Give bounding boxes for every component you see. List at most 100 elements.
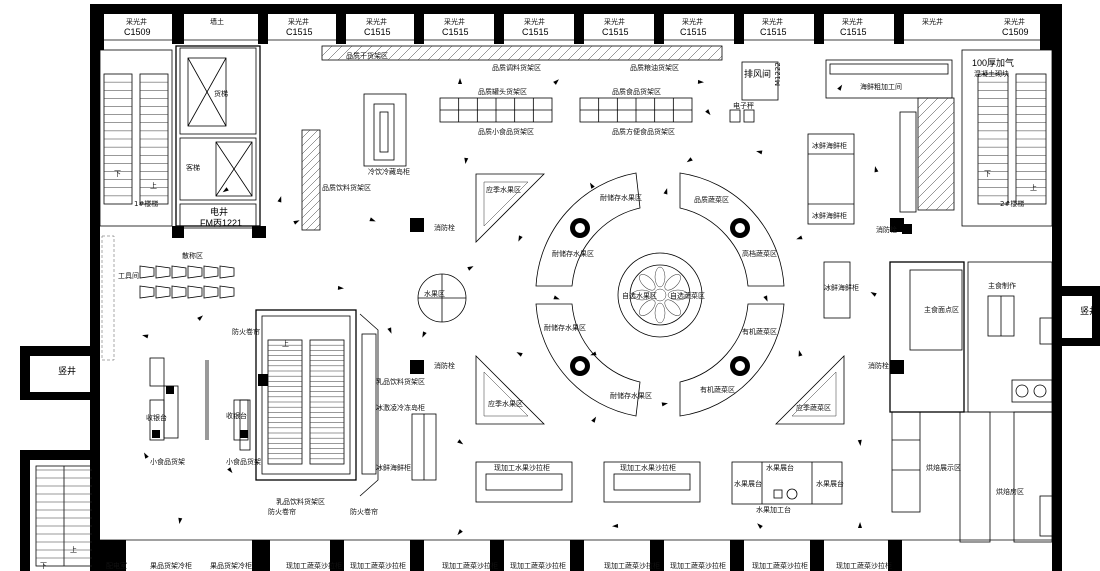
frozen-cabinet: 冷饮冷藏岛柜	[363, 93, 410, 176]
window-name: 采光井	[126, 17, 147, 26]
ice-seafood-label: 冰鲜海鲜柜	[812, 141, 847, 150]
stair2-down-label: 下	[984, 170, 991, 178]
window-code: C1515	[442, 27, 469, 37]
window-code: C1515	[602, 27, 629, 37]
dairy-label: 品质饮料货架区	[322, 183, 371, 192]
right-well-label: 竖井	[1080, 305, 1098, 316]
fire-roll-label-3: 防火卷帘	[350, 507, 378, 516]
escalator-up-label: 上	[282, 339, 289, 348]
cashier-label: 收银台	[146, 413, 167, 422]
right-shaft: 竖井	[1062, 286, 1100, 346]
veg-right-label: 品质蔬菜区	[694, 195, 729, 204]
cold-cut-label-2: 现加工水果沙拉柜	[620, 463, 676, 472]
bakery-room-label: 烘焙房区	[996, 487, 1024, 496]
veg-season-label: 应季蔬菜区	[796, 403, 831, 412]
bottom-stall-label: 现加工蔬菜沙拉柜	[510, 561, 566, 570]
fire-room-label: 排风间	[744, 68, 771, 79]
window-name: 采光井	[1004, 17, 1025, 26]
fire-hydrant-label-2: 消防栓	[434, 361, 455, 370]
fruit-front-label-2: 耐储存水果区	[552, 249, 594, 258]
fruit-front-label: 耐储存水果区	[600, 193, 642, 202]
note-concrete: 100厚加气	[972, 57, 1014, 68]
passenger-elevator-label: 客梯	[186, 163, 200, 172]
bottom-stall-label: 现加工蔬菜沙拉柜	[836, 561, 892, 570]
water-fruit-stand: 水果区	[417, 273, 467, 323]
window-code: C1509	[1002, 27, 1029, 37]
window-code: C1515	[760, 27, 787, 37]
bottom-stalls: 配电室 果品货架冷柜果品货架冷柜现加工蔬菜沙拉柜现加工蔬菜沙拉柜现加工蔬菜沙拉柜…	[100, 539, 1052, 570]
bakery-show-label: 烘焙展示区	[926, 463, 961, 472]
window-name: 采光井	[604, 17, 625, 26]
fire-code-label: M1222	[774, 62, 782, 86]
bulk-area: 散称区 工具间	[101, 235, 235, 361]
bottom-office-label: 配电室	[106, 561, 127, 570]
seafood-room-label: 海鲜粗加工间	[860, 82, 902, 91]
outer-walls	[90, 4, 1062, 571]
circle-center-label-2: 自选蔬菜区	[670, 291, 705, 300]
seafood-label: 冰鲜海鲜柜	[812, 211, 847, 220]
cold-cut-counters: 现加工水果沙拉柜 现加工水果沙拉柜	[475, 461, 701, 503]
window-name: 采光井	[922, 17, 943, 26]
window-name: 采光井	[842, 17, 863, 26]
escalator: 上 乳品饮料货架区 防火卷帘 防火卷帘 乳品饮料货架区	[255, 309, 425, 516]
small-goods-label-2: 小食品货架	[226, 457, 261, 466]
stair1-down-label: 下	[114, 170, 121, 178]
window-name: 采光井	[444, 17, 465, 26]
bottom-stall-label: 现加工蔬菜沙拉柜	[286, 561, 342, 570]
snack-small-label: 品质小食品货架区	[478, 127, 534, 136]
cashier-label-2: 收银台	[226, 411, 247, 420]
organic-veg-label-2: 有机蔬菜区	[700, 385, 735, 394]
bottom-stall-label: 现加工蔬菜沙拉柜	[604, 561, 660, 570]
bottom-stall-label: 现加工蔬菜沙拉柜	[752, 561, 808, 570]
top-window-strip: 采光井C1509墙土采光井C1515采光井C1515采光井C1515采光井C15…	[100, 17, 1052, 41]
window-name: 采光井	[762, 17, 783, 26]
window-code: C1515	[680, 27, 707, 37]
frozen-water-label-2: 冰鲜海鲜柜	[824, 283, 859, 292]
triangle-stands: 应季水果区 应季水果区 应季蔬菜区	[475, 173, 845, 425]
window-name: 墙土	[210, 17, 224, 26]
frozen-island-label: 冰激凌冷冻岛柜	[376, 403, 425, 412]
window-name: 采光井	[682, 17, 703, 26]
elevators: 货梯 客梯 电井 FM丙1221	[175, 45, 261, 229]
cashier-area: 收银台 小食品货架 收银台 小食品货架 防火卷帘	[146, 327, 261, 466]
left-shaft: 竖井	[20, 346, 100, 400]
stair-1: 下 上 1#楼梯	[99, 49, 173, 227]
stair2-label: 2#楼梯	[1000, 199, 1024, 208]
bottom-stall-label: 果品货架冷柜	[150, 561, 192, 570]
snack-goods-label: 品质调料货架区	[492, 63, 541, 72]
window-name: 采光井	[288, 17, 309, 26]
pantry-label: 品质食品货架区	[612, 87, 661, 96]
stair-down-label-lower: 下	[40, 562, 47, 570]
stair1-up-label: 上	[150, 181, 157, 190]
fire-hydrant-label-4: 消防栓	[876, 225, 897, 234]
juice-desk-label: 水果加工台	[756, 505, 791, 514]
fire-hydrant-label-3: 消防栓	[868, 361, 889, 370]
fire-roll-label: 防火卷帘	[232, 327, 260, 336]
left-wall-shelf: 品质饮料货架区	[301, 129, 371, 231]
frozen-island: 冰激凌冷冻岛柜 冰鲜海鲜柜	[376, 403, 437, 481]
juice-label: 水果展台	[766, 463, 794, 472]
juice-label-2: 水果展台	[734, 479, 762, 488]
cargo-elevator-label: 货梯	[214, 89, 228, 98]
window-code: C1515	[840, 27, 867, 37]
cooked-area-label: 主食面点区	[924, 305, 959, 314]
window-name: 采光井	[366, 17, 387, 26]
cooked-area: 主食面点区 主食制作 冰鲜海鲜柜	[823, 261, 1055, 413]
elec-shaft-label: 电井	[210, 206, 228, 217]
bottom-stall-label: 现加工蔬菜沙拉柜	[350, 561, 406, 570]
veg-right-label-2: 高档蔬菜区	[742, 249, 777, 258]
window-code: C1515	[286, 27, 313, 37]
dairy-area-label: 乳品饮料货架区	[276, 497, 325, 506]
bulk-area-label: 散称区	[182, 251, 203, 260]
central-produce: 自选水果区 自选蔬菜区 耐储存水果区 耐储存水果区 品质蔬菜区 高档蔬菜区 耐储…	[535, 172, 785, 417]
tool-room-label: 工具间	[118, 272, 139, 280]
stair1-label: 1#楼梯	[134, 199, 158, 208]
seafood-area: 海鲜粗加工间 冰鲜海鲜柜 冰鲜海鲜柜 电子秤 消防栓	[729, 59, 955, 234]
water-fruit-label: 水果区	[424, 289, 445, 298]
bottom-stall-label: 现加工蔬菜沙拉柜	[442, 561, 498, 570]
juice-label-3: 水果展台	[816, 479, 844, 488]
bottom-stall-label: 现加工蔬菜沙拉柜	[670, 561, 726, 570]
dry-goods-label: 品质干货架区	[346, 51, 388, 60]
cold-cut-label: 现加工水果沙拉柜	[494, 463, 550, 472]
fruit-bottom-label-2: 耐储存水果区	[610, 391, 652, 400]
